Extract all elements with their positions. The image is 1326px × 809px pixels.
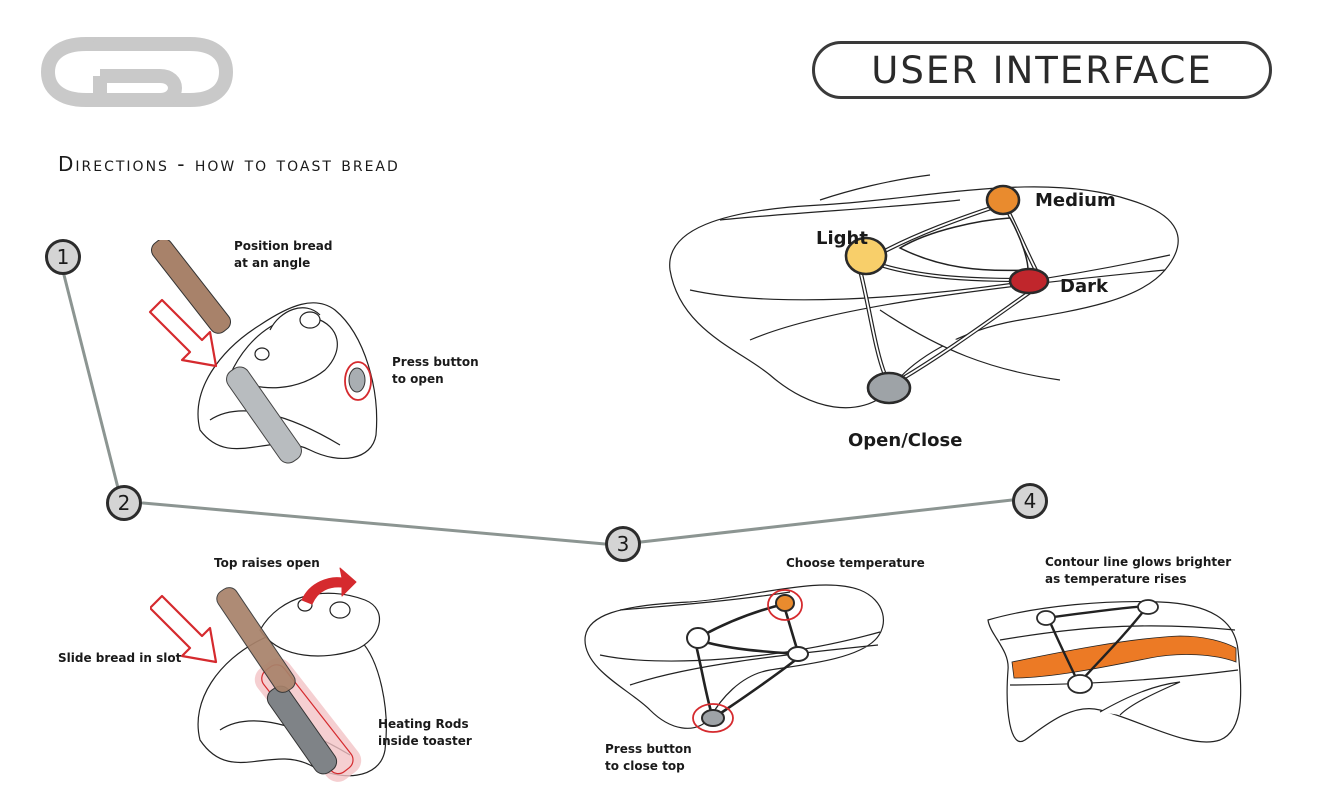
bread-icon [216,587,296,693]
gbd-logo-icon [40,37,234,107]
caption-press-open-1: Press button [392,355,479,369]
highlight-ring-icon [767,589,803,621]
medium-button-icon[interactable] [985,184,1021,216]
raise-arrow-icon [301,567,357,605]
interface-diagram [669,174,1179,409]
caption-press-close-1: Press button [605,742,692,756]
page-title: USER INTERFACE [812,41,1272,99]
caption-choose-temperature: Choose temperature [786,556,925,570]
bread-icon [150,240,232,334]
step-3-marker: 3 [605,526,641,562]
directions-heading: Directions - how to toast bread [58,152,400,176]
caption-heating-rods-2: inside toaster [378,734,472,748]
caption-contour-glow-2: as temperature rises [1045,572,1187,586]
open-close-label: Open/Close [848,430,963,451]
step-4-marker: 4 [1012,483,1048,519]
caption-press-open-2: to open [392,372,444,386]
insert-arrow-icon [148,298,218,368]
step-1-illustration [148,240,378,464]
insert-arrow-icon [150,594,218,664]
caption-top-raises: Top raises open [214,556,320,570]
caption-press-close-2: to close top [605,759,685,773]
step-4-illustration [987,599,1242,743]
caption-position-bread-2: at an angle [234,256,311,270]
contour-glow-icon [1011,635,1237,679]
light-label: Light [816,228,868,249]
step-1-marker: 1 [45,239,81,275]
highlight-ring-icon [344,361,372,401]
medium-label: Medium [1035,190,1116,211]
bread-inserted-icon [226,366,302,464]
caption-slide-bread: Slide bread in slot [58,651,182,665]
step-2-marker: 2 [106,485,142,521]
open-close-button-icon[interactable] [866,371,912,405]
dark-label: Dark [1060,276,1108,297]
step-number: 2 [117,491,131,515]
caption-position-bread-1: Position bread [234,239,333,253]
step-number: 3 [616,532,630,556]
step-3-illustration [584,584,884,733]
caption-heating-rods-1: Heating Rods [378,717,469,731]
step-number: 1 [56,245,70,269]
caption-contour-glow-1: Contour line glows brighter [1045,555,1232,569]
light-button-icon[interactable] [844,236,888,276]
dark-button-icon[interactable] [1008,267,1050,295]
step-2-illustration [150,567,387,782]
highlight-ring-icon [692,703,734,733]
step-number: 4 [1023,489,1037,513]
